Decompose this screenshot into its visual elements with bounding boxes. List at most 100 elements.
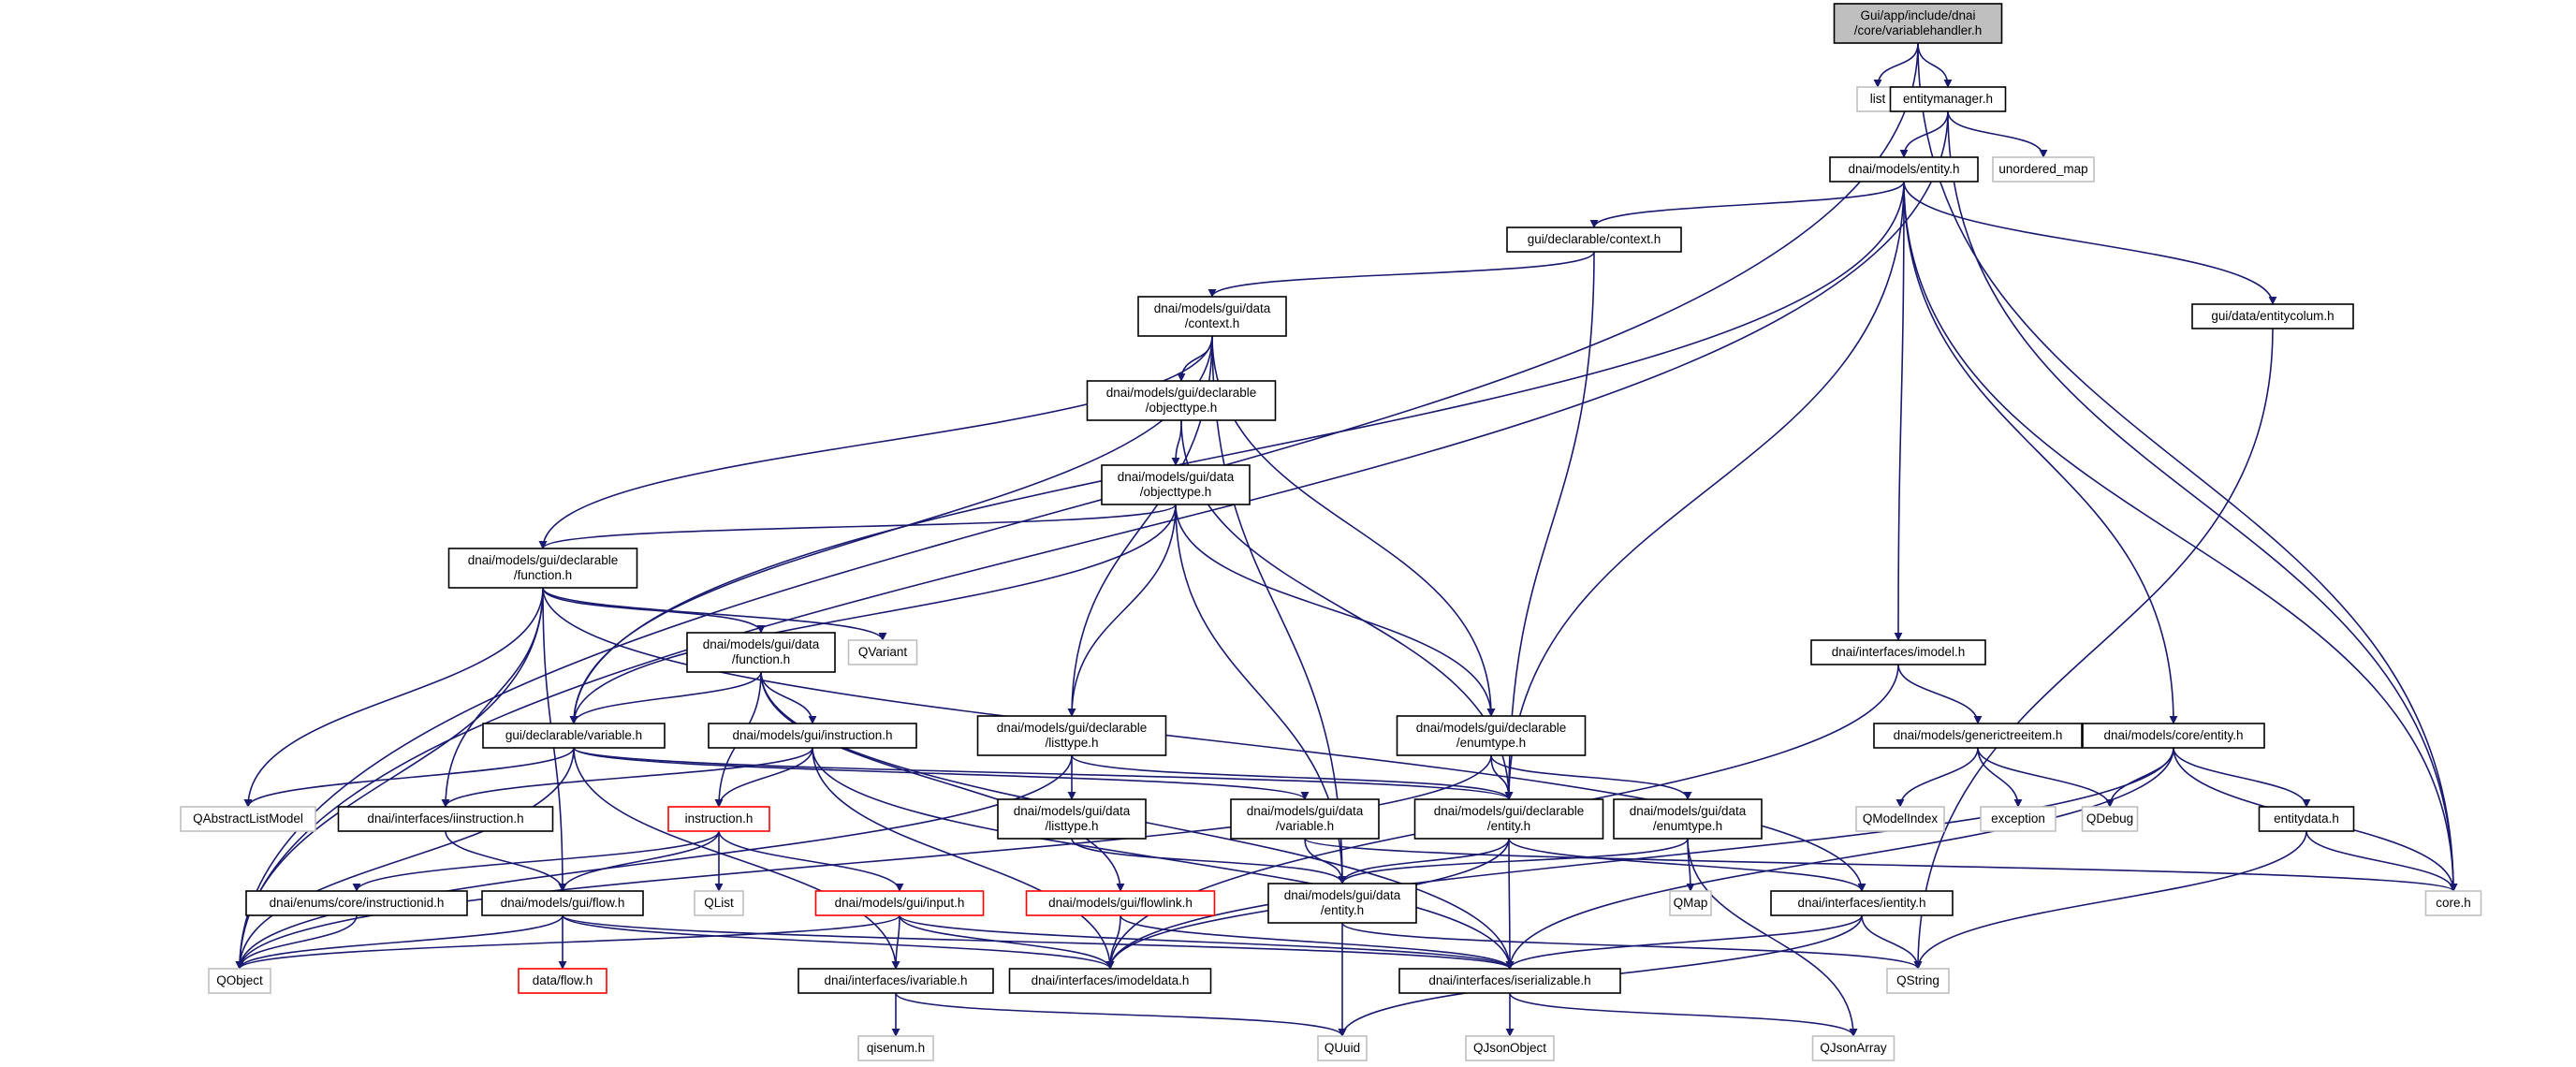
- node-label: QModelIndex: [1863, 811, 1939, 826]
- edge-models-entity-to-entitycolum: [1903, 181, 2277, 305]
- edge-decl-function-to-qabstractlistmodel: [243, 587, 544, 808]
- edge-ientity-to-iserializable: [1505, 914, 1863, 970]
- node-label: instruction.h: [685, 811, 754, 826]
- node-label: QDebug: [2086, 811, 2133, 826]
- node-label: dnai/models/gui/declarable: [468, 553, 619, 567]
- edge-data-enumtype-to-data-entity: [1338, 838, 1689, 884]
- node-flowlink[interactable]: dnai/models/gui/flowlink.h: [1025, 890, 1216, 916]
- edge-decl-variable-to-ivariable: [573, 747, 900, 970]
- node-label: entitydata.h: [2274, 811, 2339, 826]
- node-box: [1086, 380, 1277, 421]
- node-imodeldata[interactable]: dnai/interfaces/imodeldata.h: [1008, 968, 1212, 994]
- node-entitydata[interactable]: entitydata.h: [2258, 806, 2355, 832]
- node-data-enumtype[interactable]: dnai/models/gui/data/enumtype.h: [1613, 798, 1763, 840]
- node-box: [2081, 806, 2139, 832]
- node-label: dnai/interfaces/iinstruction.h: [367, 811, 523, 826]
- node-iinstruction[interactable]: dnai/interfaces/iinstruction.h: [337, 806, 554, 832]
- node-box: [1317, 1035, 1368, 1061]
- node-label: list: [1870, 92, 1886, 106]
- node-flow[interactable]: dnai/models/gui/flow.h: [481, 890, 644, 916]
- node-root[interactable]: Gui/app/include/dnai/core/variablehandle…: [1833, 3, 2003, 44]
- node-label: /entity.h: [1321, 903, 1364, 917]
- dependency-nodes: Gui/app/include/dnai/core/variablehandle…: [180, 3, 2482, 1061]
- node-box: [1669, 890, 1712, 916]
- node-box: [686, 632, 836, 673]
- node-data-function[interactable]: dnai/models/gui/data/function.h: [686, 632, 836, 673]
- node-imodel[interactable]: dnai/interfaces/imodel.h: [1810, 639, 1986, 665]
- edge-decl-entity-to-data-entity: [1338, 838, 1510, 884]
- node-label: QString: [1896, 973, 1939, 987]
- node-box: [2424, 890, 2482, 916]
- node-decl-entity[interactable]: dnai/models/gui/declarable/entity.h: [1413, 798, 1604, 840]
- node-qstring: QString: [1886, 968, 1950, 994]
- node-entitycolum[interactable]: gui/data/entitycolum.h: [2191, 303, 2354, 329]
- node-box: [180, 806, 316, 832]
- node-label: /context.h: [1185, 316, 1240, 330]
- edge-decl-function-to-qvariant: [542, 587, 887, 641]
- node-label: QJsonArray: [1820, 1041, 1887, 1055]
- node-decl-objecttype[interactable]: dnai/models/gui/declarable/objecttype.h: [1086, 380, 1277, 421]
- node-decl-listtype[interactable]: dnai/models/gui/declarable/listtype.h: [976, 715, 1167, 756]
- node-data-flow[interactable]: data/flow.h: [518, 968, 607, 994]
- edge-gui-instruction-to-imodeldata: [812, 747, 1115, 970]
- edge-core-entity-to-iserializable: [1505, 747, 2174, 970]
- node-box: [1413, 798, 1604, 840]
- edge-decl-function-to-data-function: [542, 587, 766, 634]
- node-data-variable[interactable]: dnai/models/gui/data/variable.h: [1230, 798, 1380, 840]
- node-box: [1267, 883, 1417, 924]
- node-label: QMap: [1674, 896, 1708, 910]
- edge-decl-function-to-ientity: [542, 587, 1866, 892]
- edge-decl-entity-to-ientity: [1508, 838, 1866, 892]
- edge-data-objecttype-to-decl-variable: [569, 504, 1177, 724]
- node-decl-variable[interactable]: gui/declarable/variable.h: [482, 723, 666, 749]
- edge-flowlink-to-imodeldata: [1105, 914, 1121, 970]
- node-box: [2191, 303, 2354, 329]
- node-ientity[interactable]: dnai/interfaces/ientity.h: [1770, 890, 1954, 916]
- node-label: /function.h: [514, 568, 572, 582]
- node-data-context[interactable]: dnai/models/gui/data/context.h: [1137, 296, 1287, 337]
- node-decl-function[interactable]: dnai/models/gui/declarable/function.h: [447, 548, 638, 589]
- node-label: dnai/interfaces/imodel.h: [1832, 645, 1966, 659]
- node-models-entity[interactable]: dnai/models/entity.h: [1829, 156, 1979, 183]
- node-box: [814, 890, 985, 916]
- node-gui-instruction[interactable]: dnai/models/gui/instruction.h: [708, 723, 917, 749]
- node-box: [1829, 156, 1979, 183]
- edge-decl-variable-to-qabstractlistmodel: [243, 747, 575, 808]
- node-input[interactable]: dnai/models/gui/input.h: [814, 890, 985, 916]
- node-data-entity[interactable]: dnai/models/gui/data/entity.h: [1267, 883, 1417, 924]
- edge-core-entity-to-qdebug: [2105, 747, 2174, 808]
- node-label: unordered_map: [1998, 162, 2087, 176]
- edge-generictreeitem-to-qdebug: [1977, 747, 2115, 808]
- node-core-entity[interactable]: dnai/models/core/entity.h: [2082, 723, 2265, 749]
- node-instruction[interactable]: instruction.h: [667, 806, 770, 832]
- node-label: /entity.h: [1487, 819, 1530, 833]
- edge-decl-context-to-data-context: [1208, 251, 1595, 298]
- edge-decl-variable-to-qobject: [235, 747, 575, 970]
- node-label: /enumtype.h: [1653, 819, 1722, 833]
- node-label: /variable.h: [1276, 819, 1334, 833]
- edge-input-to-ivariable: [891, 914, 900, 970]
- edge-gui-instruction-to-instruction: [714, 747, 813, 808]
- node-qvariant: QVariant: [847, 639, 918, 665]
- node-iserializable[interactable]: dnai/interfaces/iserializable.h: [1398, 968, 1621, 994]
- node-data-objecttype[interactable]: dnai/models/gui/data/objecttype.h: [1101, 464, 1251, 505]
- node-label: /objecttype.h: [1140, 485, 1212, 499]
- node-decl-context[interactable]: gui/declarable/context.h: [1506, 227, 1682, 253]
- node-data-listtype[interactable]: dnai/models/gui/data/listtype.h: [997, 798, 1147, 840]
- edge-decl-enumtype-to-data-enumtype: [1490, 754, 1692, 800]
- node-label: dnai/models/gui/instruction.h: [732, 728, 892, 742]
- edge-ivariable-to-quuid: [895, 992, 1347, 1037]
- node-label: dnai/models/gui/declarable: [1106, 386, 1257, 400]
- node-box: [447, 548, 638, 589]
- node-box: [1886, 968, 1950, 994]
- node-ivariable[interactable]: dnai/interfaces/ivariable.h: [798, 968, 994, 994]
- node-label: dnai/models/gui/declarable: [1416, 721, 1567, 735]
- edge-decl-listtype-to-qobject: [235, 754, 1073, 970]
- node-entitymanager[interactable]: entitymanager.h: [1889, 86, 2007, 112]
- node-instructionid[interactable]: dnai/enums/core/instructionid.h: [245, 890, 468, 916]
- node-generictreeitem[interactable]: dnai/models/generictreeitem.h: [1873, 723, 2083, 749]
- edge-entitycolum-to-qstring: [1913, 328, 2274, 970]
- node-decl-enumtype[interactable]: dnai/models/gui/declarable/enumtype.h: [1396, 715, 1587, 756]
- node-label: dnai/models/gui/input.h: [835, 896, 965, 910]
- node-box: [694, 890, 744, 916]
